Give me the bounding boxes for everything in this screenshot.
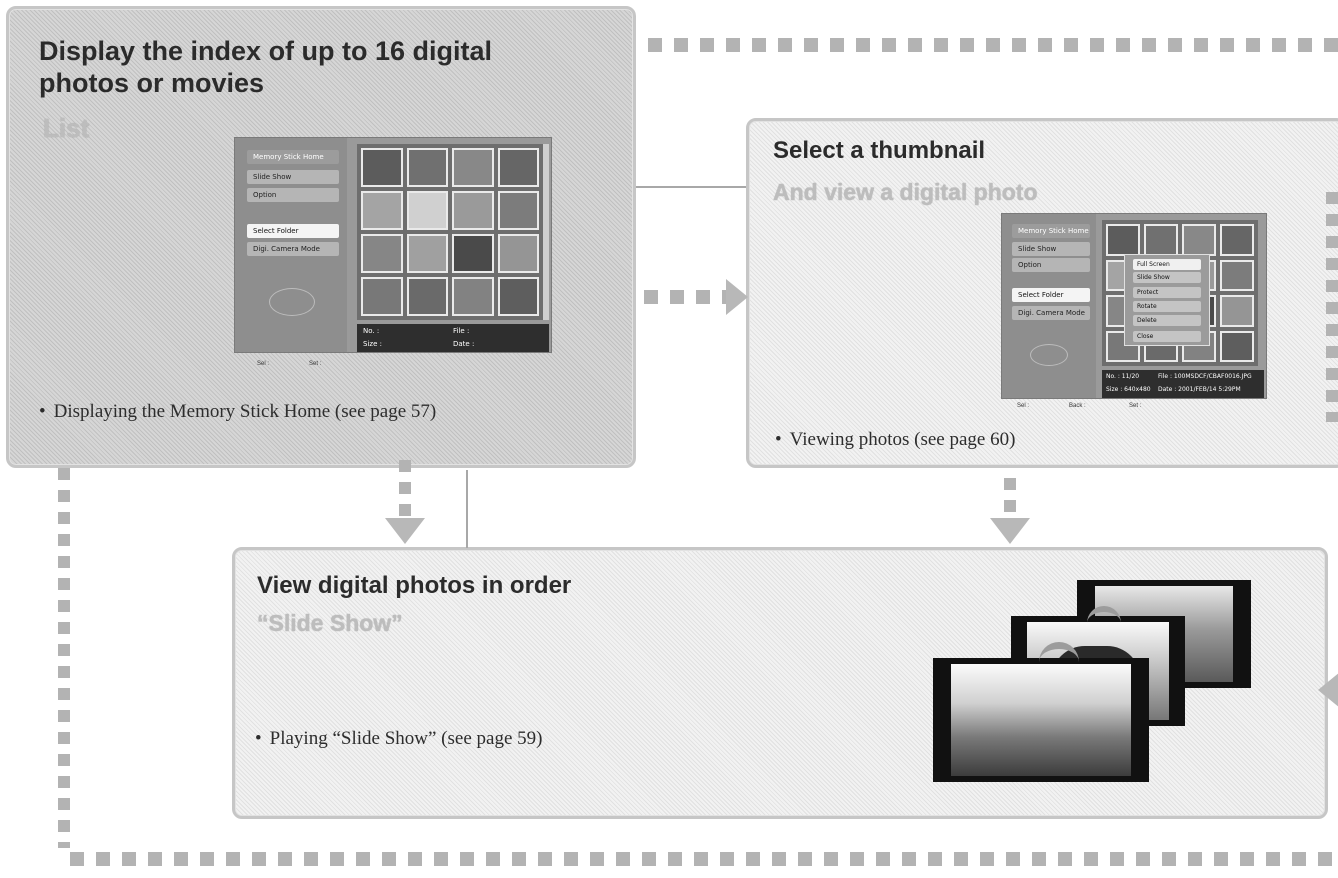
thumbnail <box>497 191 539 230</box>
thumbnail <box>406 148 448 187</box>
mock-info-bar: No. : 11/20 File : 100MSDCF/CBAF0016.JPG… <box>1102 370 1264 398</box>
thumbnail <box>497 234 539 273</box>
popup-full-screen: Full Screen <box>1133 259 1201 270</box>
popup-close: Close <box>1133 331 1201 342</box>
mock-status-sel: Sel : <box>1017 403 1030 409</box>
thumbnail <box>1220 295 1254 327</box>
popup-delete: Delete <box>1133 315 1201 326</box>
mock-menu-option: Option <box>1012 258 1090 272</box>
list-panel-subtitle: List <box>43 113 90 143</box>
mock-menu-memory-stick-home: Memory Stick Home <box>247 150 339 164</box>
slideshow-panel-subtitle: “Slide Show” <box>257 610 403 636</box>
thumbnail-panel: Select a thumbnail And view a digital ph… <box>746 118 1338 468</box>
popup-slide-show: Slide Show <box>1133 272 1201 283</box>
thumbnail <box>1144 224 1178 256</box>
list-panel-title: Display the index of up to 16 digital ph… <box>39 36 493 99</box>
thumbnail <box>497 277 539 316</box>
connector-line <box>466 470 468 548</box>
thumbnail <box>1182 224 1216 256</box>
bullet-dot: • <box>39 401 46 422</box>
thumbnail <box>406 277 448 316</box>
mock-info-date: Date : 2001/FEB/14 5:29PM <box>1158 386 1241 393</box>
thumbnail <box>1106 224 1140 256</box>
mock-status-back: Back : <box>1069 403 1086 409</box>
dashed-connector-right <box>1326 192 1338 422</box>
slide-photo-front <box>933 658 1149 782</box>
mock-info-bar: No. : File : Size : Date : <box>357 324 549 352</box>
thumbnail <box>452 277 494 316</box>
thumbnail <box>361 148 403 187</box>
mock-info-size: Size : <box>363 340 382 348</box>
thumbnail <box>452 191 494 230</box>
mock-status-set: Set : <box>309 361 322 367</box>
dashed-connector-left <box>58 468 70 848</box>
mock-select-folder: Select Folder <box>1012 288 1090 302</box>
mock-menu-slide-show: Slide Show <box>1012 242 1090 256</box>
mock-menu-slide-show: Slide Show <box>247 170 339 184</box>
photo-view-screenshot: Memory Stick Home Slide Show Option Sele… <box>1001 213 1267 399</box>
bullet-dot: • <box>775 429 782 450</box>
thumbnail <box>361 191 403 230</box>
list-panel-reference: • Displaying the Memory Stick Home (see p… <box>39 401 436 423</box>
mock-menu-option: Option <box>247 188 339 202</box>
thumbnail-action-popup: Full Screen Slide Show Protect Rotate De… <box>1124 254 1210 346</box>
dashed-connector-top <box>648 38 1338 52</box>
thumbnail <box>1220 224 1254 256</box>
arrow-right-icon <box>726 279 748 315</box>
transition-arrow-icon <box>1039 642 1079 666</box>
mock-status-set: Set : <box>1129 403 1142 409</box>
arrow-down-icon <box>990 518 1030 544</box>
thumbnail <box>1220 259 1254 291</box>
connector-line <box>636 186 746 188</box>
mock-scrollbar <box>543 144 549 320</box>
arrow-down-icon <box>385 518 425 544</box>
mock-info-no: No. : 11/20 <box>1106 373 1140 380</box>
mock-camera-mode: Digi. Camera Mode <box>1012 306 1090 320</box>
mock-info-file: File : <box>453 327 470 335</box>
memory-stick-logo-icon <box>269 288 315 316</box>
thumbnail <box>406 234 448 273</box>
mock-select-folder: Select Folder <box>247 224 339 238</box>
thumbnail <box>406 191 448 230</box>
memory-stick-home-screenshot: Memory Stick Home Slide Show Option Sele… <box>234 137 552 353</box>
popup-protect: Protect <box>1133 287 1201 298</box>
arrow-left-icon <box>1318 672 1338 708</box>
dashed-connector-list-down <box>399 460 411 516</box>
slideshow-panel-reference-text: Playing “Slide Show” (see page 59) <box>269 728 543 749</box>
dashed-connector-list-to-thumbnail <box>644 290 726 304</box>
thumbnail <box>452 148 494 187</box>
thumbnail-grid <box>357 144 543 320</box>
mock-status-sel: Sel : <box>257 361 270 367</box>
mock-camera-mode: Digi. Camera Mode <box>247 242 339 256</box>
popup-rotate: Rotate <box>1133 301 1201 312</box>
slide-photo-front-image <box>951 664 1131 776</box>
thumbnail <box>361 277 403 316</box>
dashed-connector-thumbnail-down <box>1004 478 1016 516</box>
mock-info-date: Date : <box>453 340 475 348</box>
mock-info-no: No. : <box>363 327 380 335</box>
thumbnail <box>1220 330 1254 362</box>
list-panel-reference-text: Displaying the Memory Stick Home (see pa… <box>53 401 437 422</box>
dashed-connector-bottom <box>70 852 1338 866</box>
slideshow-panel-reference: • Playing “Slide Show” (see page 59) <box>255 728 542 750</box>
thumbnail-panel-reference-text: Viewing photos (see page 60) <box>789 429 1016 450</box>
bullet-dot: • <box>255 728 262 749</box>
transition-arrow-icon <box>1087 606 1121 628</box>
slideshow-panel: View digital photos in order “Slide Show… <box>232 547 1328 819</box>
thumbnail-panel-subtitle: And view a digital photo <box>773 179 1038 205</box>
slideshow-panel-title: View digital photos in order <box>257 572 572 599</box>
thumbnail-panel-title: Select a thumbnail <box>773 137 986 164</box>
mock-info-file: File : 100MSDCF/CBAF0016.JPG <box>1158 373 1252 380</box>
thumbnail-panel-reference: • Viewing photos (see page 60) <box>775 429 1015 451</box>
memory-stick-logo-icon <box>1030 344 1068 366</box>
mock-menu-memory-stick-home: Memory Stick Home <box>1012 224 1090 238</box>
thumbnail <box>361 234 403 273</box>
thumbnail <box>452 234 494 273</box>
list-panel: Display the index of up to 16 digital ph… <box>6 6 636 468</box>
thumbnail <box>497 148 539 187</box>
mock-info-size: Size : 640x480 <box>1106 386 1151 393</box>
